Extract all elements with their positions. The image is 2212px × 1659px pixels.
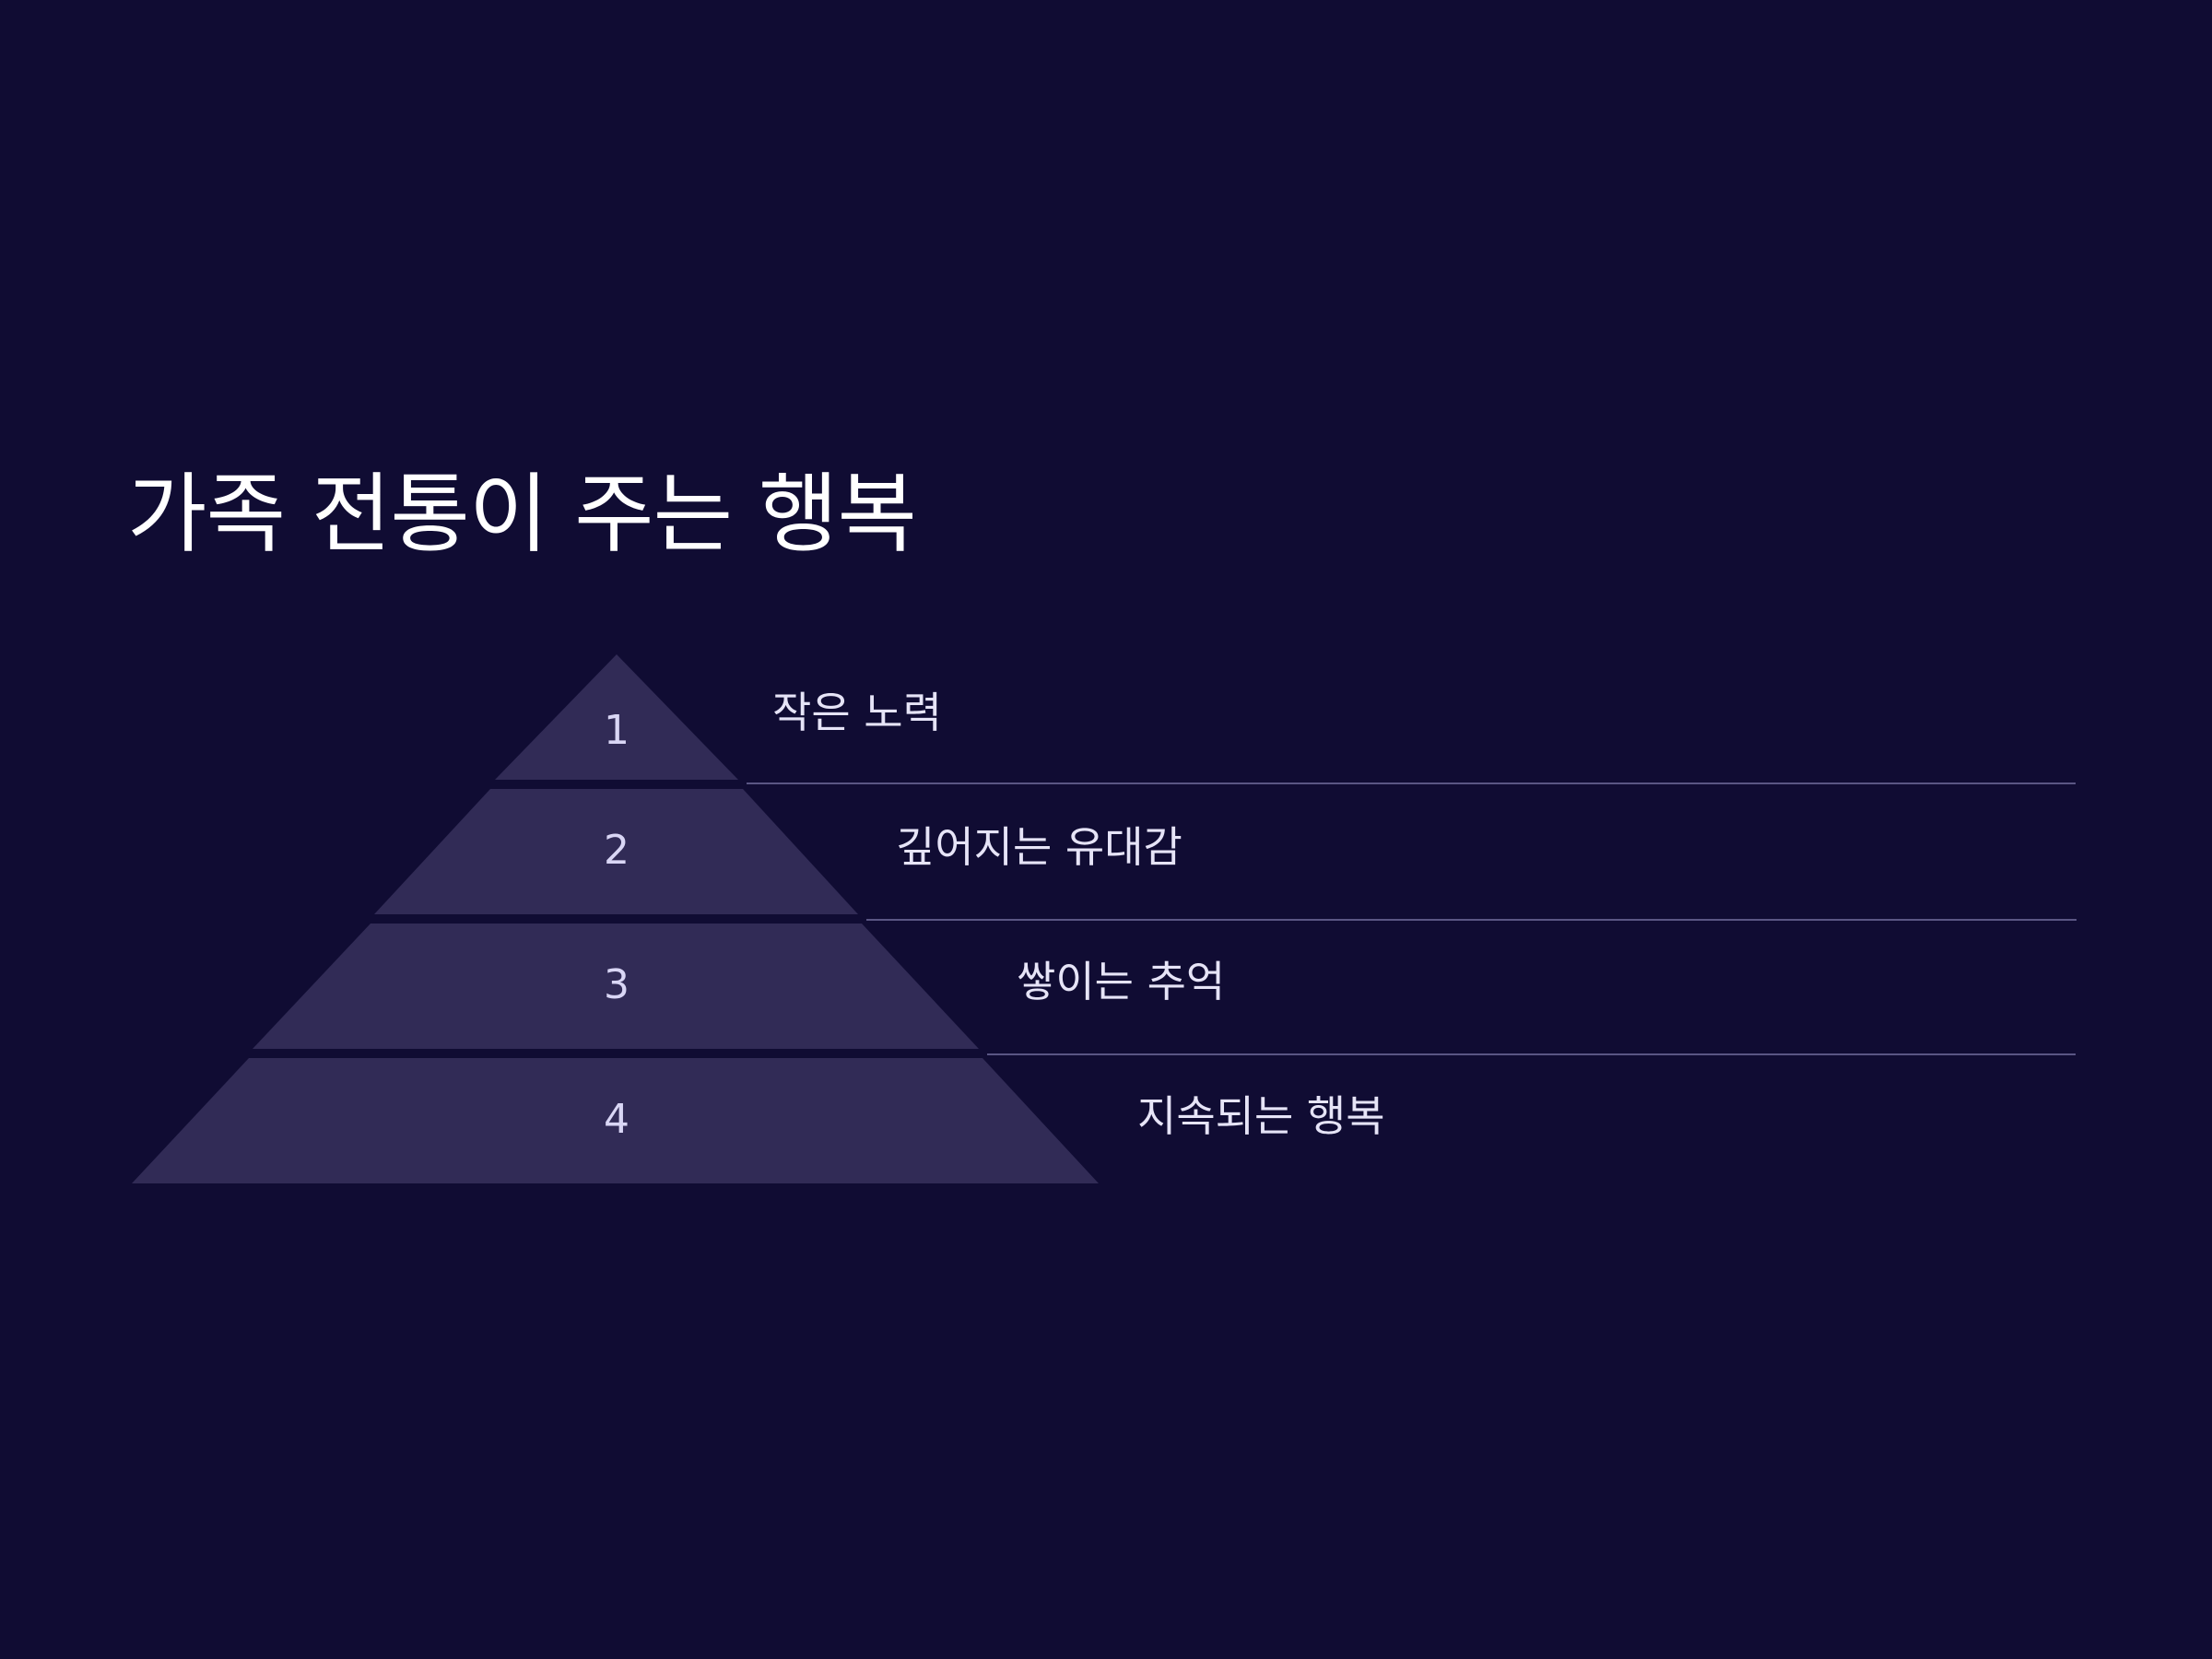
tier-number-1: 1 (604, 707, 629, 754)
tier-label-1: 작은 노력 (772, 688, 942, 737)
pyramid-tier-4 (132, 1058, 1099, 1183)
tier-number-4: 4 (604, 1096, 629, 1143)
slide-title: 가족 전통이 주는 행복 (127, 465, 917, 565)
tier-number-3: 3 (604, 961, 629, 1008)
tier-label-2: 깊어지는 유대감 (896, 822, 1182, 872)
tier-label-4: 지속되는 행복 (1137, 1091, 1385, 1141)
pyramid-tier-1 (495, 654, 738, 780)
pyramid-tier-3 (253, 924, 979, 1049)
tier-label-3: 쌓이는 추억 (1017, 957, 1226, 1006)
tier-number-2: 2 (604, 827, 629, 874)
pyramid-tier-2 (374, 789, 858, 914)
